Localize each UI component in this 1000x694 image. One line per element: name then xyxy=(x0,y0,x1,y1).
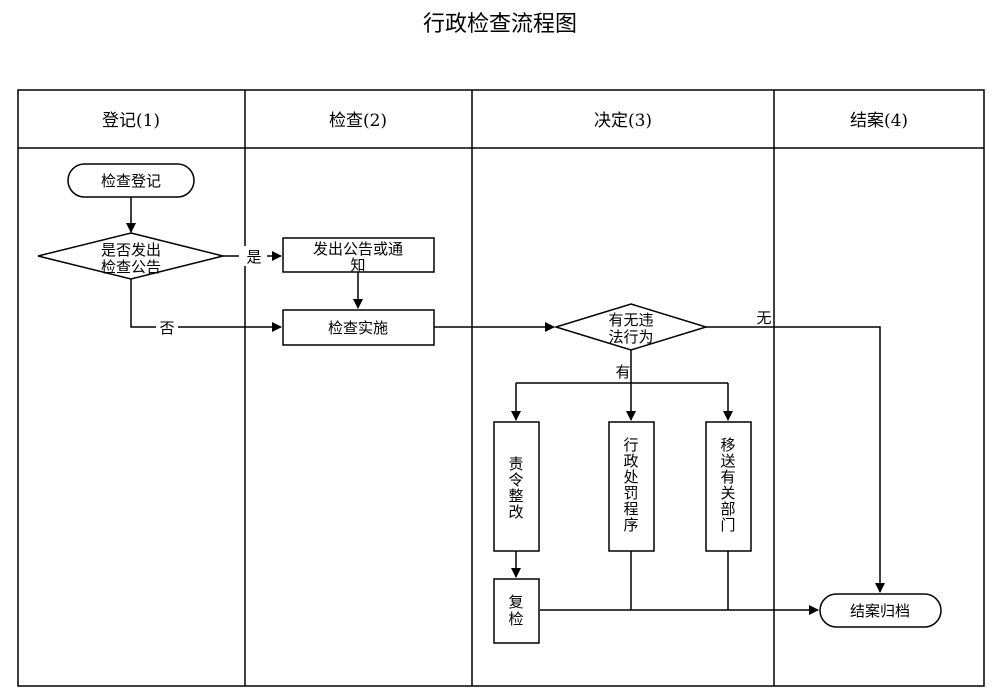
node-rectify-char: 责 xyxy=(508,455,523,473)
node-transfer: 移 送 有 关 部 门 xyxy=(705,421,752,552)
node-transfer-char: 送 xyxy=(720,452,735,470)
node-transfer-char: 部 xyxy=(720,500,735,518)
node-start-label: 检查登记 xyxy=(101,172,161,190)
edge-label-yes: 是 xyxy=(246,248,261,266)
node-rectify-char: 整 xyxy=(508,487,523,505)
edge-label-none: 无 xyxy=(756,309,771,327)
node-recheck-char: 检 xyxy=(508,610,523,628)
node-issue-notice-line1: 发出公告或通 xyxy=(313,240,403,258)
connectors xyxy=(126,197,885,615)
node-rectify-char: 令 xyxy=(508,471,523,489)
edge-no xyxy=(130,279,282,332)
node-penalty: 行 政 处 罚 程 序 xyxy=(608,421,655,552)
node-issue-notice: 发出公告或通 知 xyxy=(282,237,435,274)
lane-header-decide: 决定(3) xyxy=(594,111,652,131)
node-decision-notice-line2: 检查公告 xyxy=(101,258,161,276)
lane-header-register: 登记(1) xyxy=(102,111,160,131)
node-end-label: 结案归档 xyxy=(850,602,910,620)
edge-label-has: 有 xyxy=(615,363,630,381)
node-inspect: 检查实施 xyxy=(282,309,435,346)
node-penalty-char: 处 xyxy=(623,468,638,486)
swimlane-frame xyxy=(17,89,985,687)
node-transfer-char: 有 xyxy=(720,468,735,486)
lane-header-inspect: 检查(2) xyxy=(329,111,387,131)
node-penalty-char: 序 xyxy=(623,516,638,534)
node-inspect-label: 检查实施 xyxy=(328,319,388,337)
node-decision-violation-line1: 有无违 xyxy=(608,311,653,329)
node-decision-violation: 有无违 法行为 xyxy=(553,303,709,351)
node-rectify-char: 改 xyxy=(508,503,523,521)
node-decision-violation-line2: 法行为 xyxy=(608,328,653,346)
node-penalty-char: 行 xyxy=(623,436,638,454)
node-penalty-char: 程 xyxy=(623,500,638,518)
node-penalty-char: 罚 xyxy=(623,484,638,502)
node-rectify: 责 令 整 改 xyxy=(493,421,540,552)
node-transfer-char: 移 xyxy=(720,436,735,454)
node-start: 检查登记 xyxy=(67,163,195,198)
edge-none xyxy=(706,326,885,593)
node-issue-notice-line2: 知 xyxy=(350,256,365,274)
node-transfer-char: 关 xyxy=(720,484,735,502)
lane-header-close: 结案(4) xyxy=(850,111,908,131)
node-transfer-char: 门 xyxy=(720,516,735,534)
node-end: 结案归档 xyxy=(819,593,942,628)
page-title: 行政检查流程图 xyxy=(422,12,577,37)
node-decision-notice: 是否发出 检查公告 xyxy=(37,232,224,280)
node-recheck: 复 检 xyxy=(493,578,540,644)
node-penalty-char: 政 xyxy=(623,452,638,470)
node-decision-notice-line1: 是否发出 xyxy=(101,241,161,259)
edge-label-no: 否 xyxy=(159,319,174,337)
node-recheck-char: 复 xyxy=(508,593,523,611)
